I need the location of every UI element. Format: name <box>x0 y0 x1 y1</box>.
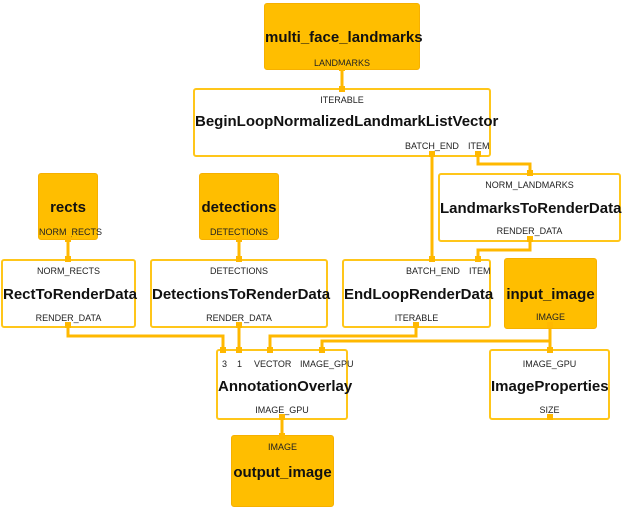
port-connector <box>339 65 345 71</box>
port-connector <box>429 256 435 262</box>
detections-to-render-data-node[interactable]: DETECTIONS DetectionsToRenderData RENDER… <box>150 259 331 328</box>
image-properties-node[interactable]: IMAGE_GPU ImageProperties SIZE <box>489 349 610 420</box>
edge-iterable-to-vector <box>268 325 418 350</box>
edge-rect-render-to-3 <box>66 325 225 350</box>
output-port-label: NORM_RECTS <box>39 227 103 237</box>
output-port-label: SIZE <box>539 405 560 415</box>
output-image-node[interactable]: IMAGE output_image <box>231 435 334 507</box>
port-connector <box>413 322 419 328</box>
input-port-label-image-gpu: IMAGE_GPU <box>300 359 354 369</box>
landmarks-to-render-data-node[interactable]: NORM_LANDMARKS LandmarksToRenderData REN… <box>438 173 621 242</box>
input-port-label: IMAGE_GPU <box>522 359 577 369</box>
port-connector <box>279 433 285 439</box>
port-connector <box>339 86 345 92</box>
input-port-label-item: ITEM <box>469 266 491 276</box>
multi-face-landmarks-node[interactable]: multi_face_landmarks LANDMARKS <box>264 3 423 70</box>
node-title: output_image <box>233 464 332 481</box>
port-connector <box>547 322 553 328</box>
output-port-label: RENDER_DATA <box>496 226 563 236</box>
port-connector <box>319 347 325 353</box>
port-connector <box>279 414 285 420</box>
port-connector <box>65 236 71 242</box>
port-connector <box>236 236 242 242</box>
input-image-node[interactable]: input_image IMAGE <box>504 258 597 329</box>
input-port-label-1: 1 <box>237 359 243 369</box>
node-title: BeginLoopNormalizedLandmarkListVector <box>195 113 499 130</box>
output-port-label: IMAGE_GPU <box>255 405 309 415</box>
output-port-label: IMAGE <box>535 312 565 322</box>
node-title: ImageProperties <box>491 378 609 395</box>
port-connector <box>429 151 435 157</box>
port-connector <box>475 256 481 262</box>
output-port-label: DETECTIONS <box>209 227 268 237</box>
port-connector <box>236 322 242 328</box>
port-connector <box>220 347 226 353</box>
input-port-label: IMAGE <box>267 442 297 452</box>
output-port-label: LANDMARKS <box>313 58 370 68</box>
output-port-label-batch-end: BATCH_END <box>405 141 459 151</box>
output-port-label: RENDER_DATA <box>35 313 102 323</box>
node-title: RectToRenderData <box>3 286 137 303</box>
input-port-label: NORM_RECTS <box>36 266 100 276</box>
port-connector <box>527 170 533 176</box>
port-connector <box>267 347 273 353</box>
output-port-label: RENDER_DATA <box>206 313 272 323</box>
input-port-label-batch-end: BATCH_END <box>406 266 460 276</box>
input-port-label: ITERABLE <box>320 95 364 105</box>
port-connector <box>547 414 553 420</box>
rect-to-render-data-node[interactable]: NORM_RECTS RectToRenderData RENDER_DATA <box>1 259 137 328</box>
edge-render-data-to-item <box>476 238 532 260</box>
output-port-label-item: ITEM <box>468 141 490 151</box>
end-loop-render-data-node[interactable]: BATCH_END ITEM EndLoopRenderData ITERABL… <box>342 259 494 328</box>
port-connector <box>65 256 71 262</box>
input-port-label-vector: VECTOR <box>254 359 292 369</box>
port-connector <box>527 236 533 242</box>
port-connector <box>236 347 242 353</box>
input-port-label-3: 3 <box>222 359 228 369</box>
port-connector <box>475 151 481 157</box>
node-title: multi_face_landmarks <box>265 29 423 46</box>
detections-node[interactable]: detections DETECTIONS <box>199 173 279 240</box>
node-title: input_image <box>506 286 595 303</box>
input-port-label: NORM_LANDMARKS <box>485 180 574 190</box>
node-title: detections <box>201 199 277 216</box>
node-title: EndLoopRenderData <box>344 286 494 303</box>
node-title: DetectionsToRenderData <box>152 286 331 303</box>
output-port-label: ITERABLE <box>394 313 439 323</box>
rects-node[interactable]: rects NORM_RECTS <box>38 173 103 240</box>
node-title: rects <box>50 199 86 216</box>
port-connector <box>547 347 553 353</box>
node-title: AnnotationOverlay <box>218 378 353 395</box>
input-port-label: DETECTIONS <box>209 266 268 276</box>
node-title: LandmarksToRenderData <box>440 200 622 217</box>
edge-item-to-norm-landmarks <box>476 154 532 172</box>
port-connector <box>236 256 242 262</box>
begin-loop-node[interactable]: ITERABLE BeginLoopNormalizedLandmarkList… <box>193 88 499 157</box>
annotation-overlay-node[interactable]: 3 1 VECTOR IMAGE_GPU AnnotationOverlay I… <box>216 349 354 420</box>
port-connector <box>65 322 71 328</box>
